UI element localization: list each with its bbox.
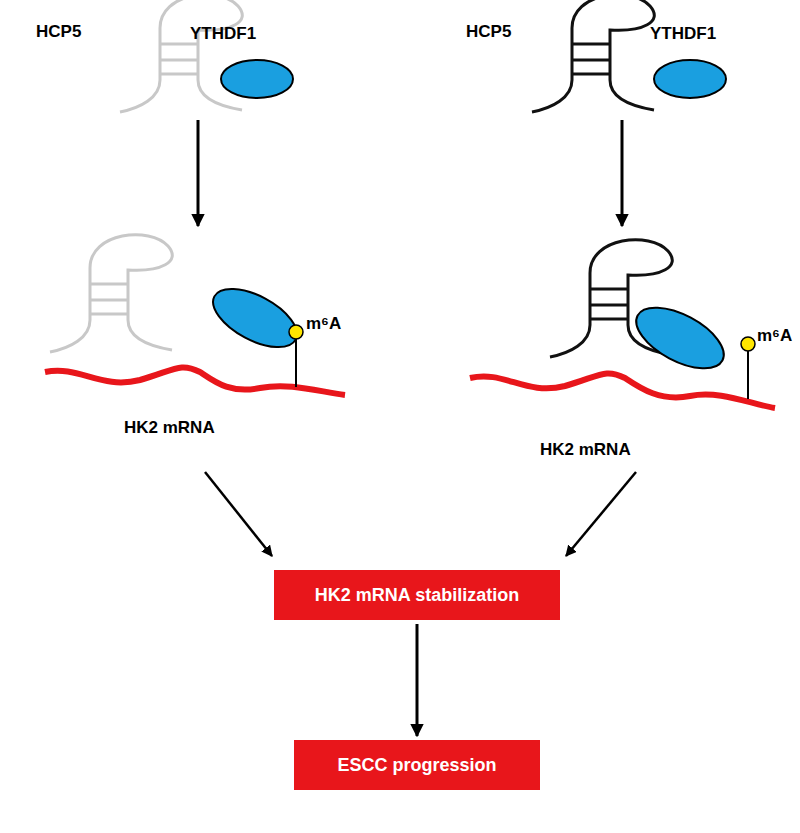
- ythdf1-shape: [627, 295, 733, 381]
- hk2-mrna: [470, 373, 775, 408]
- flow-arrow: [416, 624, 419, 736]
- m6a-dot: [741, 337, 755, 351]
- modification-label: m⁶A: [306, 314, 341, 334]
- mrna-label: HK2 mRNA: [124, 418, 215, 438]
- process-box: HK2 mRNA stabilization: [274, 570, 560, 620]
- ythdf1-shape: [654, 60, 726, 98]
- hcp5-grey: [50, 235, 172, 352]
- protein-label: YTHDF1: [190, 24, 256, 44]
- protein-label: YTHDF1: [650, 24, 716, 44]
- molecule-label: HCP5: [36, 22, 81, 42]
- m6a-pin: [295, 338, 297, 387]
- molecule-label: HCP5: [466, 22, 511, 42]
- arrow: [621, 120, 624, 226]
- box-text: HK2 mRNA stabilization: [315, 585, 519, 606]
- hcp5-grey: [120, 0, 242, 112]
- hk2-mrna: [45, 367, 345, 395]
- ythdf1-shape: [221, 60, 293, 98]
- process-box: ESCC progression: [294, 740, 540, 790]
- arrow: [566, 472, 636, 556]
- m6a-pin: [747, 350, 749, 399]
- mrna-label: HK2 mRNA: [540, 440, 631, 460]
- arrow: [205, 472, 272, 556]
- m6a-dot: [289, 325, 303, 339]
- modification-label: m⁶A: [757, 326, 792, 346]
- box-text: ESCC progression: [337, 755, 496, 776]
- hcp5-black: [532, 0, 654, 112]
- arrow: [197, 120, 200, 226]
- ythdf1-shape: [204, 277, 306, 359]
